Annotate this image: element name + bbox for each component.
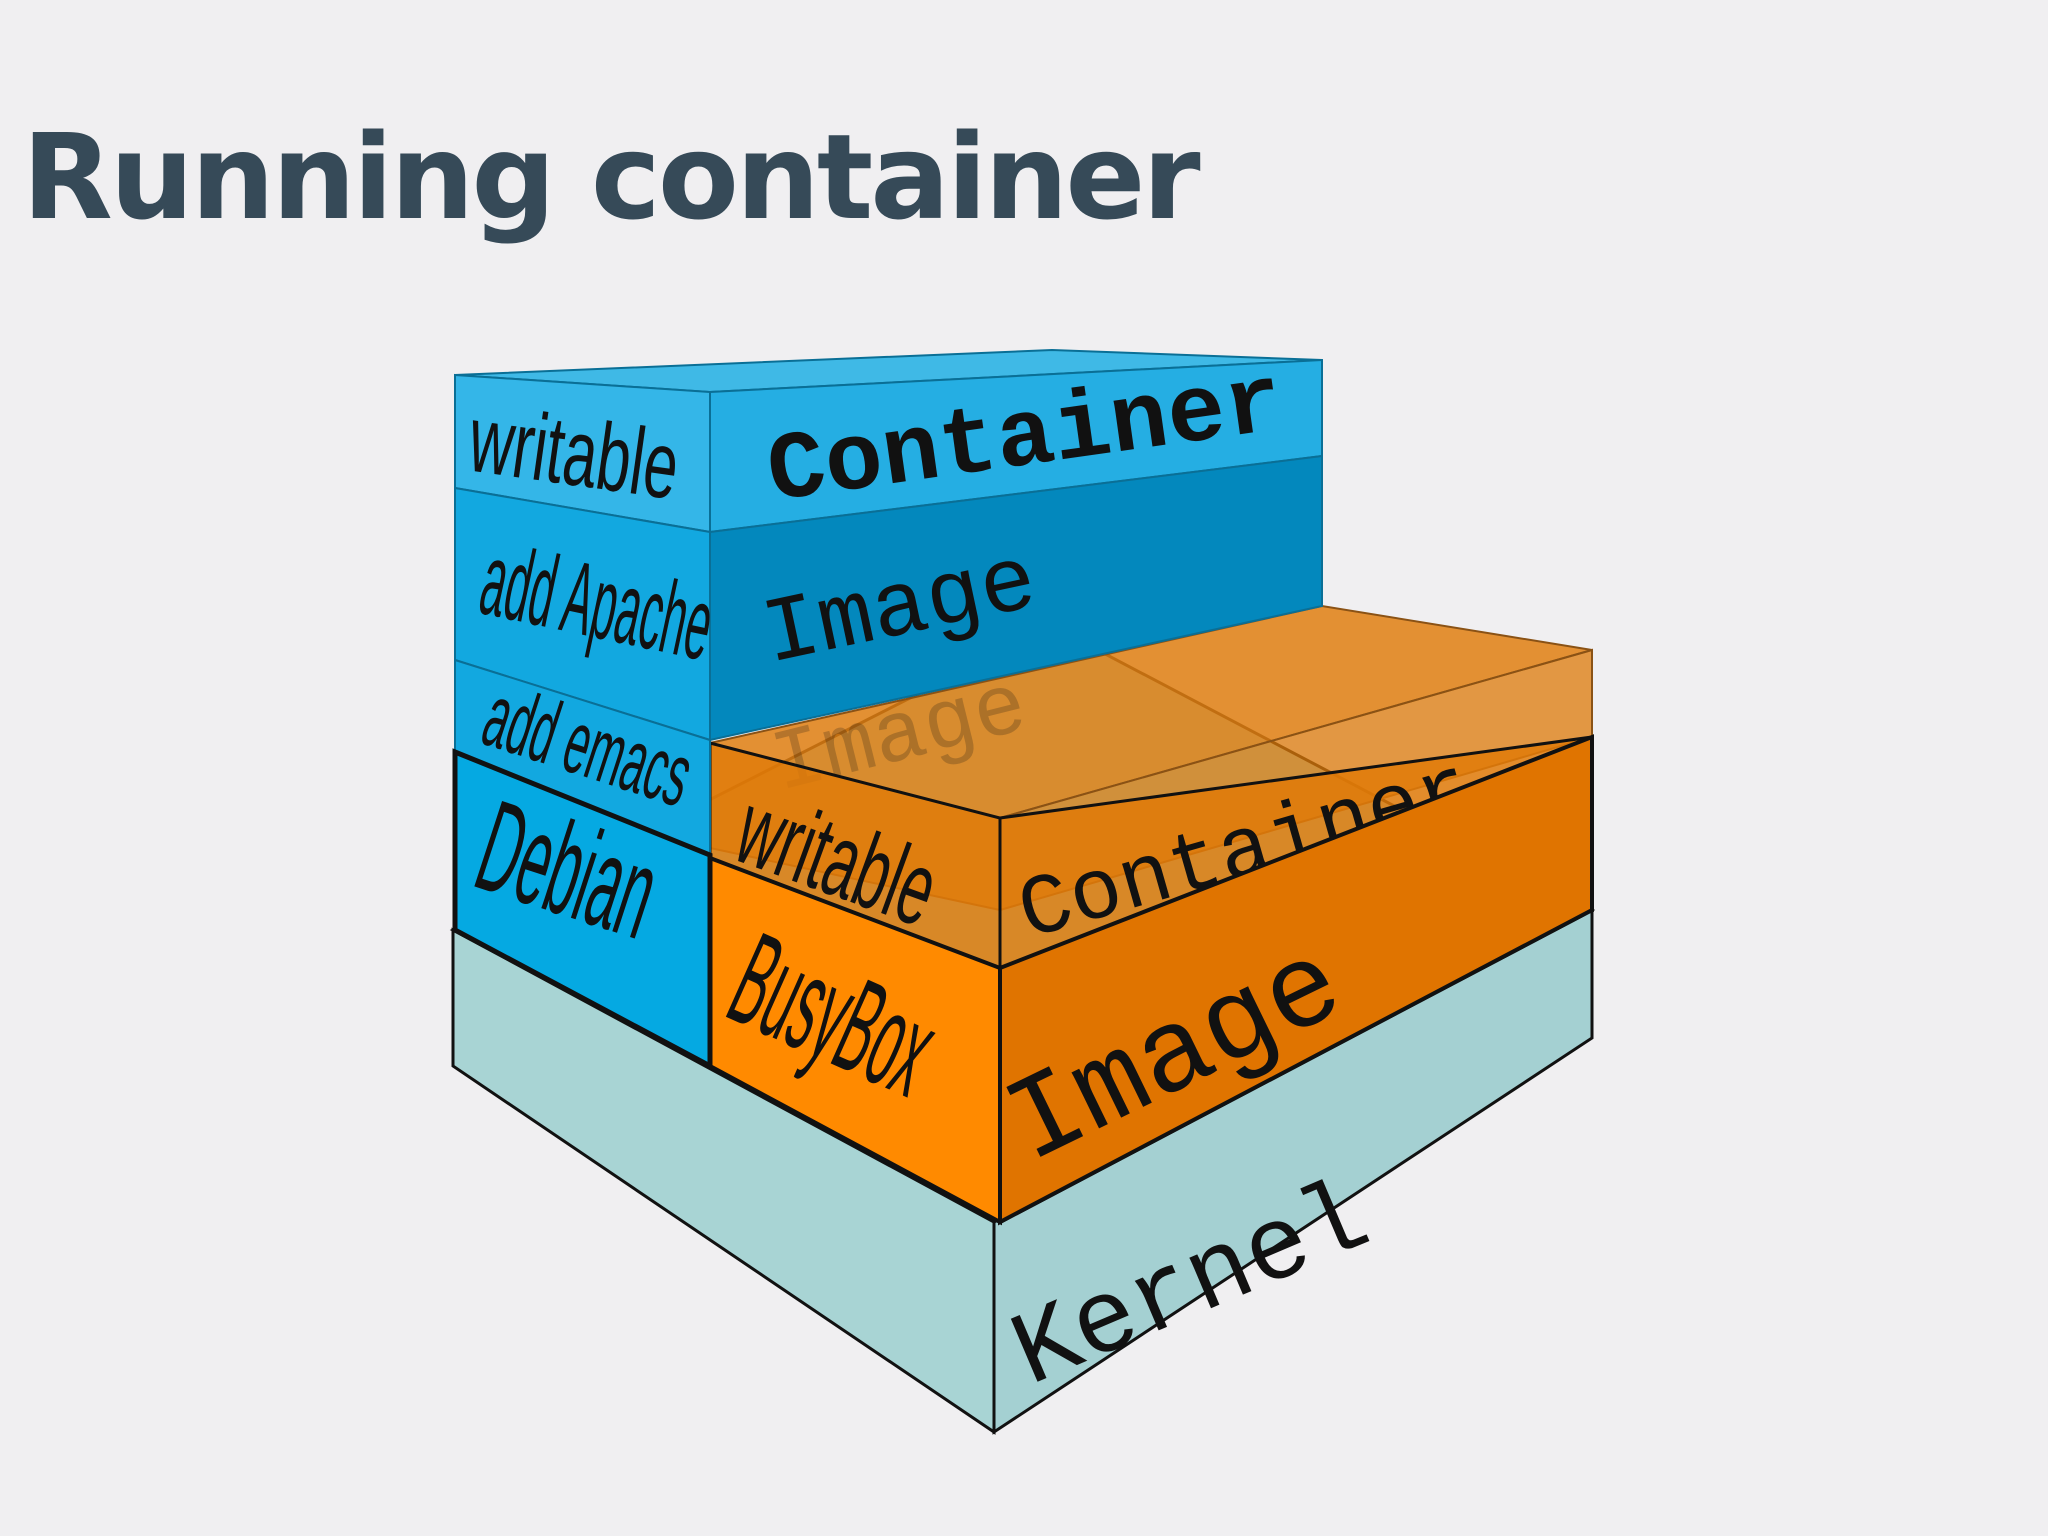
debian-base-front-face (452, 748, 713, 1071)
busybox-image-face (998, 734, 1594, 1226)
slide-title: Running container (22, 108, 1201, 246)
debian-image-face (709, 454, 1323, 742)
busybox-stack: Image writable Container BusyBox Image (708, 604, 1594, 1226)
debian-stack: writable Container add Apache Image add … (452, 349, 1323, 1071)
